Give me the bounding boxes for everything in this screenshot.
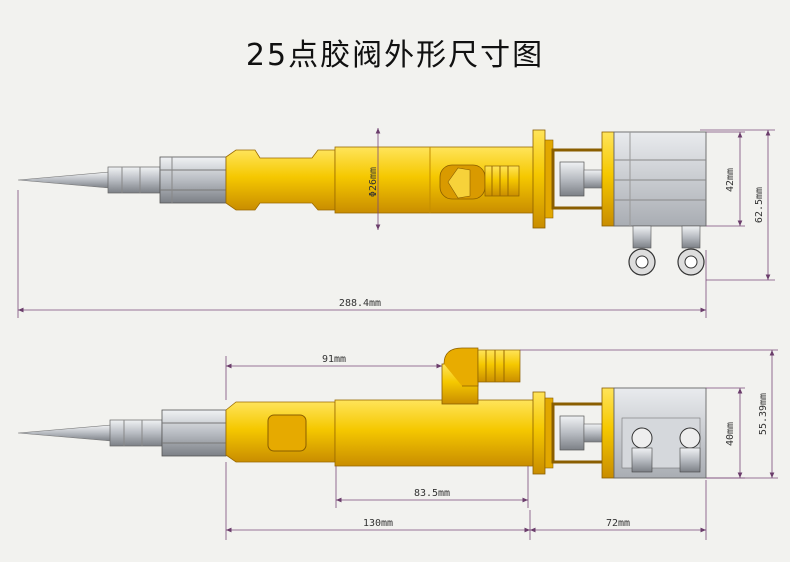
barb-connector-side: [477, 349, 521, 383]
total-length-label: 288.4mm: [339, 298, 381, 309]
needle-hub: [107, 166, 161, 194]
mid-length-label: 83.5mm: [414, 488, 450, 499]
front-flange: [532, 129, 546, 229]
body-length-label: 130mm: [363, 518, 393, 529]
height-inner-label: 42mm: [725, 168, 736, 192]
side-height-outer-label: 55.39mm: [758, 393, 769, 435]
needle-tip: [17, 171, 111, 189]
side-view: 91mm 83.5mm 130mm 72mm 40mm 55.39mm: [17, 347, 778, 540]
head-length-label: 72mm: [606, 518, 630, 529]
diameter-label: Φ26mm: [368, 167, 379, 197]
barb-connector: [484, 165, 520, 197]
air-fitting-1: [628, 225, 656, 276]
air-cylinder: [613, 131, 707, 227]
air-fitting-side-1: [631, 427, 653, 473]
inlet-offset-label: 91mm: [322, 354, 346, 365]
top-view: Φ26mm: [17, 128, 775, 318]
hex-nut: [159, 156, 227, 204]
valve-body-main-side: [334, 399, 536, 467]
needle-tip-side: [17, 424, 113, 442]
hex-nut-side: [161, 409, 227, 457]
air-fitting-2: [677, 225, 705, 276]
wrench-flat: [267, 414, 307, 452]
stroke-adjuster: [559, 161, 585, 197]
height-outer-label: 62.5mm: [754, 187, 765, 223]
side-height-inner-label: 40mm: [725, 422, 736, 446]
valve-body-front: [225, 149, 336, 211]
diagram-title: 25点胶阀外形尺寸图: [245, 38, 545, 73]
rear-flange: [601, 131, 615, 227]
air-fitting-side-2: [679, 427, 701, 473]
